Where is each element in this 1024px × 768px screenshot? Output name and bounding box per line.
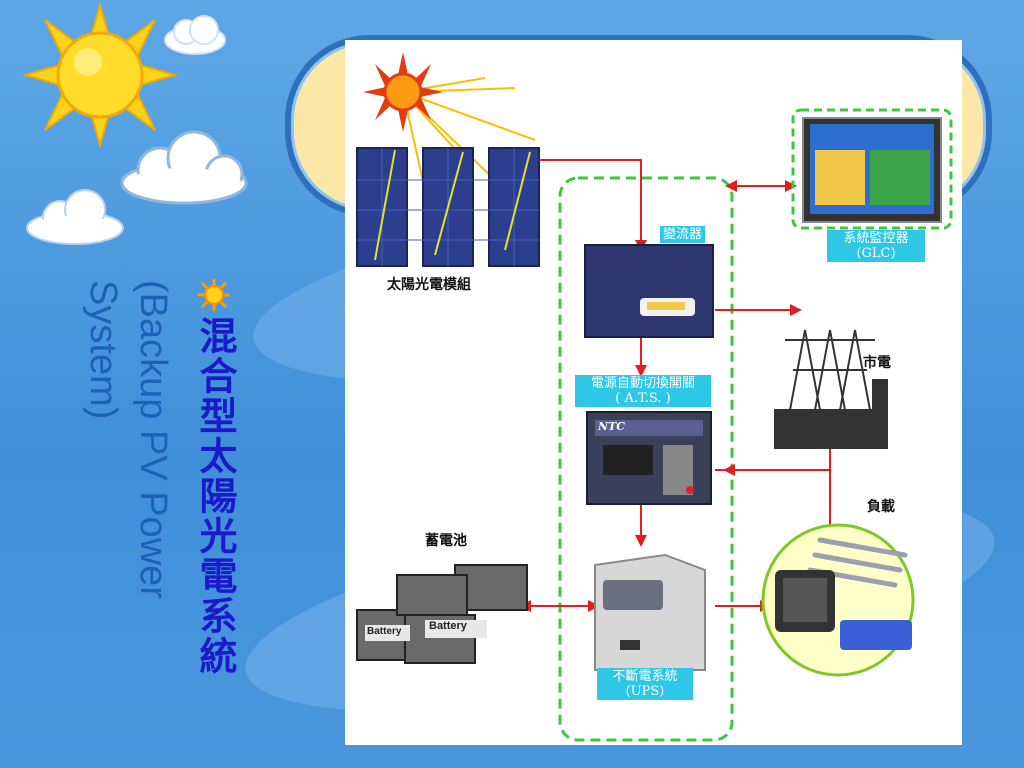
battery-bank bbox=[356, 564, 528, 664]
battery-label: 蓄電池 bbox=[425, 533, 467, 549]
inverter-label: 變流器 bbox=[660, 226, 706, 243]
diagram-sun-icon bbox=[363, 52, 536, 191]
sun-bullet-icon bbox=[198, 279, 230, 311]
slide-title: 混合型太陽光電系統 bbox=[193, 316, 238, 676]
grid-label: 市電 bbox=[863, 355, 891, 371]
system-boundary bbox=[558, 176, 734, 742]
ups-label: 不斷電系統 (UPS) bbox=[597, 668, 693, 700]
pv-module-label: 太陽光電模組 bbox=[387, 277, 471, 293]
ats-label: 電源自動切換開關 ( A.T.S. ) bbox=[575, 375, 711, 407]
utility-grid-tower bbox=[774, 329, 888, 449]
load-devices bbox=[761, 523, 915, 677]
load-label: 負載 bbox=[867, 499, 895, 515]
ntc-print: NTC bbox=[598, 420, 625, 433]
sun-icon bbox=[21, 1, 179, 149]
inverter-device bbox=[584, 244, 714, 338]
system-diagram: 太陽光電模組 變流器 系統監控器 (GLC) 電源自動切換開關 ( A.T.S.… bbox=[345, 40, 962, 745]
battery-print: Battery bbox=[367, 626, 402, 637]
cloud-icon bbox=[164, 15, 226, 55]
monitor-device bbox=[791, 108, 953, 230]
ups-device bbox=[594, 553, 706, 671]
ats-device bbox=[586, 411, 712, 505]
cloud-icon bbox=[26, 189, 124, 245]
battery-print: Battery bbox=[429, 620, 467, 632]
monitor-label: 系統監控器 (GLC) bbox=[827, 230, 925, 262]
pv-panels bbox=[356, 147, 540, 267]
cloud-icon bbox=[120, 130, 248, 205]
slide-subtitle: (Backup PV Power System) bbox=[82, 280, 174, 599]
